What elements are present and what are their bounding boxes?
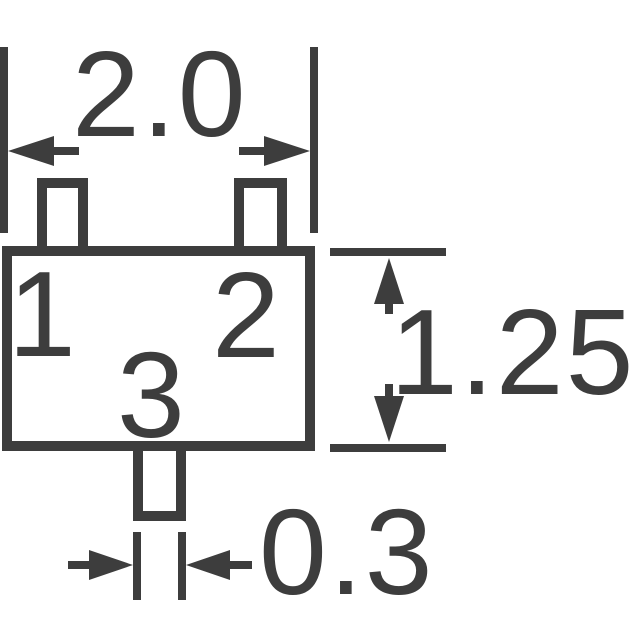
pin-3-lead xyxy=(133,451,186,521)
pin-3-label: 3 xyxy=(117,327,185,463)
package-body-outline xyxy=(2,246,315,451)
width-dimension-line-left xyxy=(48,147,79,155)
pin-2-lead xyxy=(234,178,287,250)
lead-dimension-line-left xyxy=(68,561,94,569)
width-dimension-line-right xyxy=(239,147,270,155)
height-dimension-line-top xyxy=(385,300,393,314)
pin-1-label: 1 xyxy=(8,246,76,382)
lead-width-dimension-label: 0.3 xyxy=(259,484,435,620)
height-extension-line-bottom xyxy=(330,444,446,452)
lead-dimension-line-right xyxy=(226,561,252,569)
height-dimension-line-bottom xyxy=(385,384,393,398)
arrow-inward-right-icon xyxy=(89,550,133,580)
pin-2-label: 2 xyxy=(212,247,280,383)
lead-extension-line-left xyxy=(133,532,141,600)
width-extension-line-left xyxy=(0,47,8,233)
width-extension-line-right xyxy=(310,47,318,233)
arrow-right-icon xyxy=(264,136,310,166)
body-height-dimension-label: 1.25 xyxy=(390,284,636,420)
lead-extension-line-right xyxy=(178,532,186,600)
pin-1-lead xyxy=(37,178,88,250)
arrow-inward-left-icon xyxy=(186,550,230,580)
body-width-dimension-label: 2.0 xyxy=(72,26,248,162)
height-extension-line-top xyxy=(330,248,446,256)
